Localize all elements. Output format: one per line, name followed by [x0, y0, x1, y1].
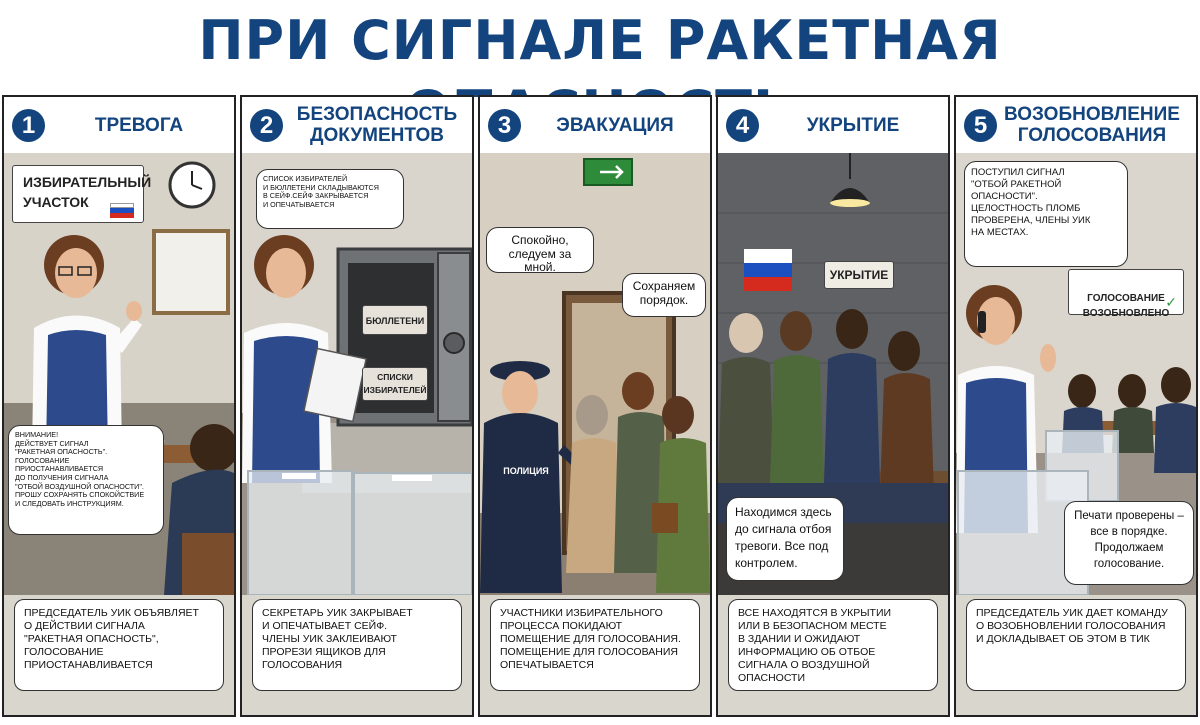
voting-resumed-label: ГОЛОСОВАНИЕ ВОЗОБНОВЛЕНО [1082, 293, 1170, 319]
panel-caption: ПРЕДСЕДАТЕЛЬ УИК ДАЕТ КОМАНДУ О ВОЗОБНОВ… [966, 599, 1186, 691]
step-number-badge: 3 [488, 109, 521, 142]
step-number-badge: 5 [964, 109, 997, 142]
phone-icon [978, 311, 986, 333]
panel-title: БЕЗОПАСНОСТЬ ДОКУМЕНТОВ [296, 104, 458, 146]
ceiling-lamp-icon [830, 153, 870, 207]
panel-title: ЭВАКУАЦИЯ [556, 114, 674, 136]
scene-evacuation: Спокойно, следуем за мной. Сохраняем пор… [480, 153, 710, 595]
scene-polling-station: ИЗБИРАТЕЛЬНЫЙ УЧАСТОК ВНИМАНИЕ! ДЕЙСТВУЕ… [4, 153, 234, 595]
russian-flag-icon [110, 203, 134, 219]
panel-title: УКРЫТИЕ [806, 114, 900, 136]
panel-resume-voting: 5 ВОЗОБНОВЛЕНИЕ ГОЛОСОВАНИЯ П [954, 95, 1198, 717]
step-number-badge: 4 [726, 109, 759, 142]
voter-lists-box-label: СПИСКИ ИЗБИРАТЕЛЕЙ [362, 367, 428, 401]
panel-caption: ПРЕДСЕДАТЕЛЬ УИК ОБЪЯВЛЯЕТ О ДЕЙСТВИИ СИ… [14, 599, 224, 691]
panel-header: 5 ВОЗОБНОВЛЕНИЕ ГОЛОСОВАНИЯ [956, 97, 1196, 153]
panel-header: 2 БЕЗОПАСНОСТЬ ДОКУМЕНТОВ [242, 97, 472, 153]
panel-title: ВОЗОБНОВЛЕНИЕ ГОЛОСОВАНИЯ [1004, 104, 1180, 146]
member-speech-bubble: Печати проверены – все в порядке. Продол… [1064, 501, 1194, 585]
panel-shelter: 4 УКРЫТИЕ [716, 95, 950, 717]
panel-header: 3 ЭВАКУАЦИЯ [480, 97, 710, 153]
panel-caption: СЕКРЕТАРЬ УИК ЗАКРЫВАЕТ И ОПЕЧАТЫВАЕТ СЕ… [252, 599, 462, 691]
police-label: ПОЛИЦИЯ [503, 466, 549, 476]
panel-header: 1 ТРЕВОГА [4, 97, 234, 153]
panel-alarm: 1 ТРЕВОГА [2, 95, 236, 717]
announcement-bubble: ВНИМАНИЕ! ДЕЙСТВУЕТ СИГНАЛ "РАКЕТНАЯ ОПА… [8, 425, 164, 535]
officer-speech-bubble: Спокойно, следуем за мной. [486, 227, 594, 274]
evacuee-speech-bubble: Сохраняем порядок. [622, 273, 706, 317]
voting-resumed-sign: ГОЛОСОВАНИЕ ВОЗОБНОВЛЕНО ✓ [1068, 269, 1184, 319]
safe-icon [336, 247, 472, 427]
russian-flag-icon [744, 249, 792, 291]
checkmark-icon: ✓ [1165, 294, 1177, 310]
panel-caption: УЧАСТНИКИ ИЗБИРАТЕЛЬНОГО ПРОЦЕССА ПОКИДА… [490, 599, 700, 691]
panel-title: ТРЕВОГА [94, 114, 184, 136]
announcement-bubble: ПОСТУПИЛ СИГНАЛ "ОТБОЙ РАКЕТНОЙ ОПАСНОСТ… [964, 161, 1128, 267]
step-number-badge: 1 [12, 109, 45, 142]
shelter-sign: УКРЫТИЕ [824, 261, 894, 289]
scene-resume: ПОСТУПИЛ СИГНАЛ "ОТБОЙ РАКЕТНОЙ ОПАСНОСТ… [956, 153, 1196, 595]
panel-document-security: 2 БЕЗОПАСНОСТЬ ДОКУМЕНТОВ [240, 95, 474, 717]
scene-shelter: УКРЫТИЕ Находимся здесь до сигнала отбоя… [718, 153, 948, 595]
step-number-badge: 2 [250, 109, 283, 142]
panel-evacuation: 3 ЭВАКУАЦИЯ [478, 95, 712, 717]
shelter-speech-bubble: Находимся здесь до сигнала отбоя тревоги… [726, 497, 844, 581]
instruction-bubble: СПИСОК ИЗБИРАТЕЛЕЙ И БЮЛЛЕТЕНИ СКЛАДЫВАЮ… [256, 169, 404, 229]
exit-sign-icon [583, 158, 633, 186]
panel-caption: ВСЕ НАХОДЯТСЯ В УКРЫТИИ ИЛИ В БЕЗОПАСНОМ… [728, 599, 938, 691]
scene-safe: СПИСОК ИЗБИРАТЕЛЕЙ И БЮЛЛЕТЕНИ СКЛАДЫВАЮ… [242, 153, 472, 595]
panel-header: 4 УКРЫТИЕ [718, 97, 948, 153]
scene-illustration [480, 153, 710, 595]
ballots-box-label: БЮЛЛЕТЕНИ [362, 305, 428, 335]
wall-clock-icon [168, 161, 216, 209]
